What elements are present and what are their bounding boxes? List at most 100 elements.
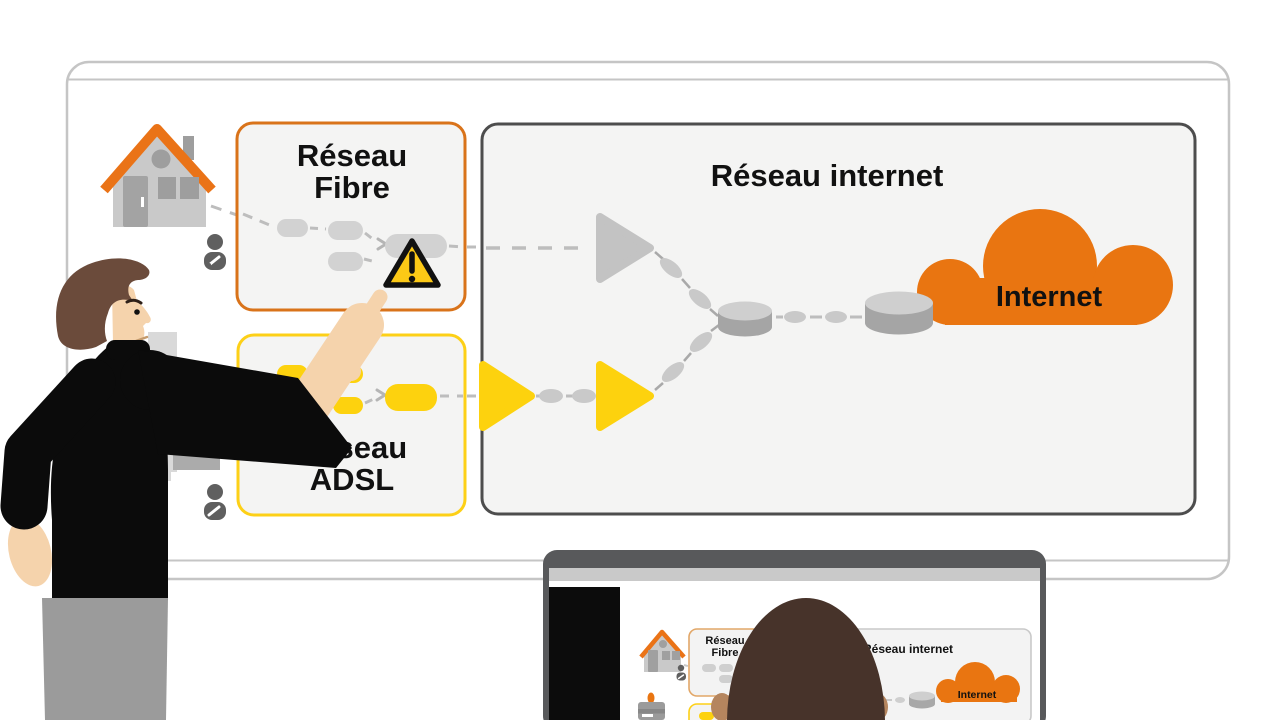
mini-fiber-segment [895, 697, 905, 703]
presenter-thumb [341, 361, 361, 381]
presenter-person [0, 258, 388, 720]
mini-modem-stripe [638, 709, 665, 714]
house-window-left [158, 177, 176, 199]
mini-adsl-node [699, 712, 714, 720]
adsl-node [333, 397, 363, 414]
cloud-base [945, 278, 1137, 325]
mini-house-roof [639, 629, 686, 659]
fibre-dash [364, 231, 375, 242]
technician-head [207, 234, 223, 250]
mini-internet-title: Réseau internet [863, 642, 953, 656]
mini-modem-icon [638, 692, 665, 720]
presenter-right-arm-sleeve [138, 350, 352, 468]
mini-wrench-icon [677, 674, 685, 680]
router-cylinder [718, 301, 772, 337]
house-icon [100, 124, 216, 227]
fiber-segment [689, 331, 713, 353]
fibre-dash [309, 226, 327, 231]
mini-technician-icon [676, 664, 686, 681]
fibre-dash-out [448, 244, 464, 249]
mini-fibre-node [719, 664, 733, 672]
technician-icon [204, 484, 226, 520]
mini-fibre-node [719, 675, 733, 683]
fibre-signal-triangle-gray [596, 213, 654, 283]
cylinder-top [718, 301, 772, 321]
fiber-segment [659, 257, 683, 279]
presenter-pants [42, 598, 168, 720]
mini-house-icon [639, 629, 686, 672]
fiber-segment [784, 311, 806, 323]
adsl-signal-triangle-yellow [596, 361, 654, 431]
house-window-right [180, 177, 199, 199]
cylinder-top [865, 291, 933, 315]
house-round-window [151, 149, 171, 169]
laptop-top-bar [549, 568, 1040, 581]
mini-technician-head [677, 664, 685, 672]
fiber-stem [710, 324, 720, 332]
mini-presenter-silhouette [549, 587, 620, 720]
presenter-face [112, 284, 151, 349]
adsl-node-large [385, 384, 437, 411]
fibre-box-title-line2: Fibre [314, 170, 390, 205]
wrench-notch [207, 263, 211, 267]
wrench-icon [207, 255, 221, 267]
internet-cloud: Internet [917, 209, 1173, 325]
house-door-handle [141, 197, 144, 207]
laptop: Réseau Fibre Réseau internet [543, 550, 1046, 720]
fibre-box-title-line1: Réseau [297, 138, 407, 173]
mini-house-window [662, 651, 670, 660]
arrowhead [375, 388, 388, 402]
mini-cloud-label: Internet [958, 689, 997, 701]
fiber-stem [654, 251, 664, 260]
fiber-stem [681, 278, 691, 289]
mini-fibre-box: Réseau Fibre [688, 628, 762, 697]
cloud-label: Internet [996, 281, 1103, 313]
mini-internet-cloud: Internet [936, 662, 1020, 703]
mini-modem-slot [642, 714, 653, 717]
fiber-segment [825, 311, 847, 323]
mini-cloud-base [941, 686, 1017, 702]
mini-house-window [672, 651, 680, 660]
mini-cylinder-top [909, 691, 935, 701]
mini-fibre-title-line2: Fibre [712, 647, 739, 659]
viewer-person [711, 598, 888, 720]
fiber-segment [572, 389, 596, 403]
mini-dash-link [683, 664, 700, 670]
mini-house-door [648, 650, 658, 672]
house-roof [100, 124, 216, 194]
fibre-node [328, 252, 363, 271]
fibre-network-box: Réseau Fibre [235, 121, 467, 312]
internet-network-box: Réseau internet [479, 122, 1197, 516]
mini-modem-light [647, 692, 655, 704]
technician-icon [204, 234, 226, 270]
presenter-eye [134, 309, 140, 315]
fiber-stem [683, 352, 692, 362]
fiber-stem [654, 382, 664, 391]
fibre-dash [363, 257, 377, 264]
house-door [123, 176, 148, 227]
viewer-head [727, 598, 885, 720]
presenter-pointing-finger [348, 289, 388, 342]
presenter-left-arm-sleeve [0, 358, 116, 530]
fiber-stem [709, 308, 719, 317]
technician-head [207, 484, 223, 500]
router-cylinder [865, 291, 933, 335]
wrench-icon [207, 505, 221, 517]
presenter-left-hand [7, 517, 53, 587]
fibre-dash-in [242, 212, 273, 228]
mini-house-round-window [659, 640, 667, 648]
house-chimney [183, 136, 194, 160]
mini-fibre-title-line1: Réseau [705, 635, 744, 647]
presenter-hair [56, 258, 150, 350]
internet-box-title: Réseau internet [711, 158, 944, 193]
fibre-node [277, 219, 308, 237]
adsl-dash [364, 396, 377, 405]
mini-fibre-node [702, 664, 716, 672]
fiber-segment [661, 361, 685, 383]
fibre-node [328, 221, 363, 240]
presenter-eyebrow [125, 298, 143, 305]
adsl-box-title-line2: ADSL [310, 462, 394, 497]
fiber-segment [688, 288, 712, 310]
